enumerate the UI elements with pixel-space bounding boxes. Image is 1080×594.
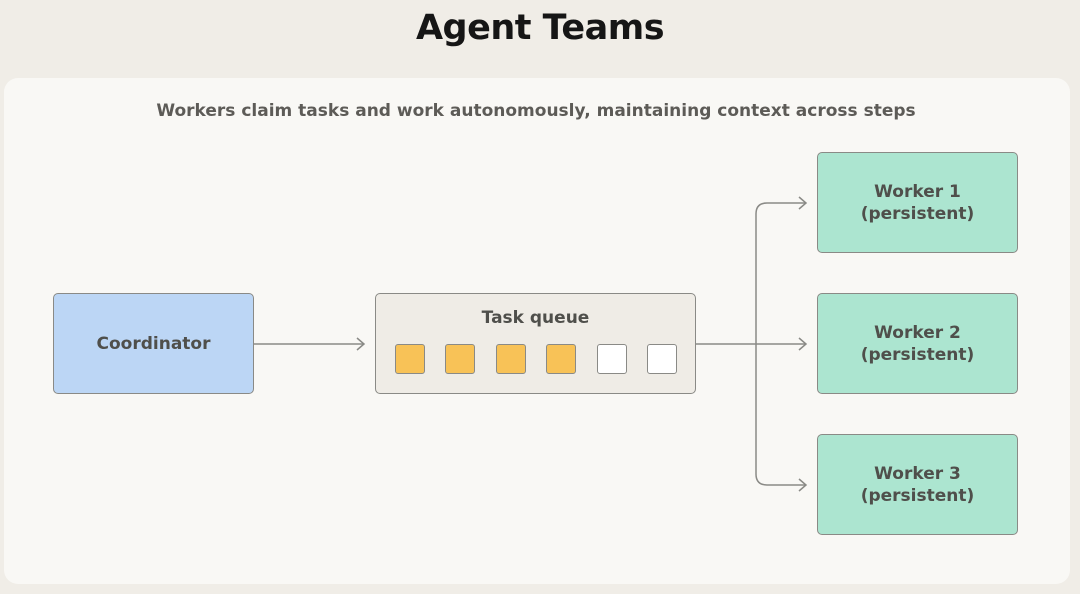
worker-3-name: Worker 3 bbox=[874, 463, 961, 484]
arrow-coordinator-to-queue bbox=[254, 337, 366, 351]
task-slot-filled bbox=[546, 344, 577, 374]
task-queue-node: Task queue bbox=[375, 293, 696, 394]
worker-2-node: Worker 2 (persistent) bbox=[817, 293, 1018, 394]
worker-3-note: (persistent) bbox=[860, 485, 975, 506]
diagram-subtitle: Workers claim tasks and work autonomousl… bbox=[156, 101, 916, 121]
arrow-queue-to-workers bbox=[696, 196, 808, 492]
worker-1-name: Worker 1 bbox=[874, 181, 961, 202]
task-queue-label: Task queue bbox=[481, 308, 590, 328]
task-slot-filled bbox=[395, 344, 425, 374]
task-slot-filled bbox=[495, 344, 526, 374]
task-slot-empty bbox=[647, 344, 677, 374]
worker-1-note: (persistent) bbox=[860, 203, 975, 224]
worker-2-name: Worker 2 bbox=[874, 322, 961, 343]
worker-2-note: (persistent) bbox=[860, 344, 975, 365]
task-slot-filled bbox=[445, 344, 476, 374]
coordinator-label: Coordinator bbox=[96, 333, 211, 354]
coordinator-node: Coordinator bbox=[53, 293, 254, 394]
worker-1-node: Worker 1 (persistent) bbox=[817, 152, 1018, 253]
page-title: Agent Teams bbox=[415, 8, 665, 48]
worker-3-node: Worker 3 (persistent) bbox=[817, 434, 1018, 535]
task-slot-empty bbox=[596, 344, 627, 374]
